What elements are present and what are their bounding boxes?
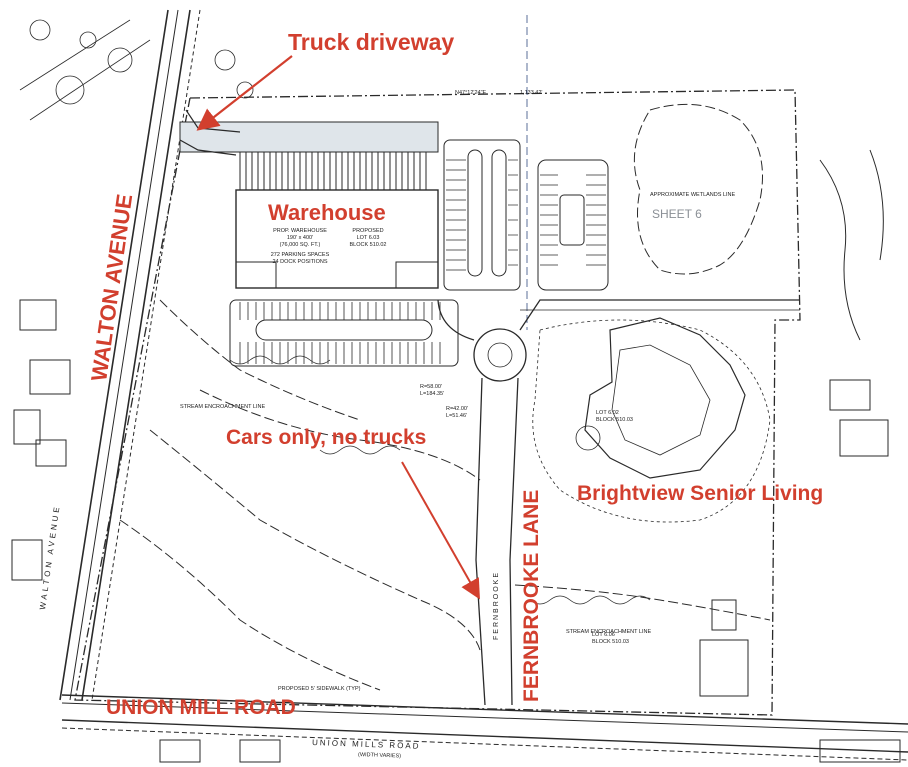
proposed-lot-line-1: PROPOSED <box>352 228 383 234</box>
cars-only-arrow <box>401 461 480 600</box>
brightview-building <box>532 317 771 523</box>
curve-label-2: L=184.35' <box>420 391 444 397</box>
curve-label-1: R=58.00' <box>420 384 442 390</box>
wetlands-lines <box>119 103 771 691</box>
east-parking-lot <box>443 139 609 291</box>
truck-driveway-arrow <box>196 55 293 131</box>
union-mills-road <box>61 694 908 761</box>
lot-606-line-1: LOT 6.06 <box>592 632 615 638</box>
south-parking-lot <box>229 299 459 367</box>
property-boundary <box>74 89 801 716</box>
stream-lines <box>229 355 651 605</box>
fernbrooke-lane-annotation: FERNBROOKE LANE <box>520 490 543 702</box>
proposed-lot-line-2: LOT 6.03 <box>357 235 380 241</box>
warehouse-notes: PROP. WAREHOUSE 190' x 400' (76,000 SQ. … <box>271 228 387 265</box>
brightview-annotation: Brightview Senior Living <box>577 482 823 505</box>
warehouse-note-4: 272 PARKING SPACES <box>271 252 330 258</box>
union-mill-road-annotation: UNION MILL ROAD <box>106 696 296 719</box>
tree-symbols <box>19 19 254 121</box>
warehouse-footprint <box>179 121 439 301</box>
proposed-lot-line-3: BLOCK 510.02 <box>350 242 387 248</box>
plan-small-labels: SHEET 6 LOT 6.02 BLOCK 510.03 LOT 6.06 B… <box>180 90 735 692</box>
lot-606-line-2: BLOCK 510.03 <box>592 639 629 645</box>
cars-only-annotation: Cars only, no trucks <box>226 426 426 449</box>
walton-avenue-road <box>59 9 201 701</box>
wetlands-line-label: APPROXIMATE WETLANDS LINE <box>650 192 735 198</box>
fernbrooke-small-label: FERNBROOKE <box>493 571 500 640</box>
lot-602-line-2: BLOCK 510.03 <box>596 417 633 423</box>
offsite-structures <box>11 149 901 763</box>
walton-avenue-annotation: WALTON AVENUE <box>86 192 137 382</box>
warehouse-note-1: PROP. WAREHOUSE <box>273 228 327 234</box>
curve-label-4: L=51.46' <box>446 413 467 419</box>
warehouse-note-2: 190' x 400' <box>287 235 313 241</box>
sheet-label: SHEET 6 <box>652 207 702 221</box>
width-varies-label: (WIDTH VARIES) <box>358 752 401 760</box>
union-mills-road-small-label: UNION MILLS ROAD <box>312 738 421 751</box>
warehouse-annotation: Warehouse <box>268 200 386 225</box>
stream-line-label-2: STREAM ENCROACHMENT LINE <box>566 629 651 635</box>
distance-label: 1,133.42' <box>520 90 542 96</box>
lot-602-line-1: LOT 6.02 <box>596 410 619 416</box>
stream-line-label-1: STREAM ENCROACHMENT LINE <box>180 404 265 410</box>
bearing-label: N47°12'24"E <box>455 90 487 96</box>
truck-driveway-annotation: Truck driveway <box>288 29 454 55</box>
curve-label-3: R=42.00' <box>446 406 468 412</box>
proposed-sidewalk-label: PROPOSED 5' SIDEWALK (TYP) <box>278 686 361 692</box>
fernbrooke-lane-road <box>437 299 800 706</box>
warehouse-note-5: 24 DOCK POSITIONS <box>272 259 327 265</box>
warehouse-note-3: (76,000 SQ. FT.) <box>280 242 321 248</box>
